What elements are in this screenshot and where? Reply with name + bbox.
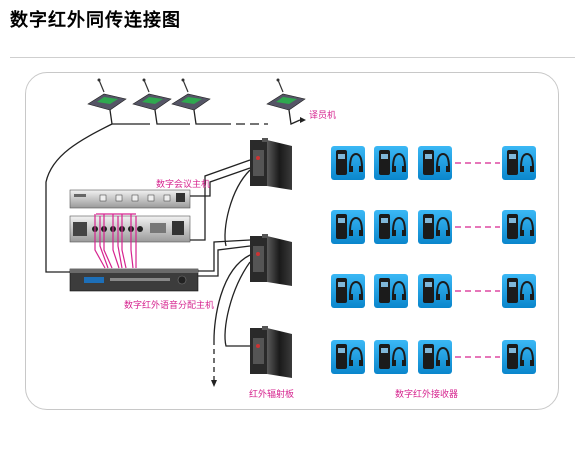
page-title: 数字红外同传连接图 xyxy=(10,10,181,31)
conference-host-unit xyxy=(69,189,191,209)
radiator-feed-cables xyxy=(190,159,251,380)
ir-receiver-grid xyxy=(331,146,536,374)
ir-radiator-panel-2 xyxy=(250,234,292,286)
interpreter-label: 译员机 xyxy=(309,111,337,121)
ir-receiver-icon xyxy=(374,210,408,244)
mic-unit-1 xyxy=(87,78,127,111)
mic-unit-2 xyxy=(132,78,172,111)
ir-receiver-icon xyxy=(418,340,452,374)
distribution-host-unit xyxy=(69,268,199,292)
mic-unit-interpreter xyxy=(266,78,306,111)
ir-receiver-icon xyxy=(502,274,536,308)
ir-radiator-panel-1 xyxy=(250,138,292,190)
ir-receiver-icon xyxy=(374,274,408,308)
ir-receiver-icon xyxy=(502,210,536,244)
ir-receiver-icon xyxy=(418,274,452,308)
mic-unit-3 xyxy=(171,78,211,111)
ir-receiver-icon xyxy=(418,146,452,180)
title-divider xyxy=(10,57,575,58)
conference-host-rear-panel xyxy=(69,215,191,243)
ir-receiver-icon xyxy=(331,340,365,374)
mic-chain-cable xyxy=(45,109,301,273)
distribution-host-label: 数字红外语音分配主机 xyxy=(124,301,215,311)
ir-radiator-label: 红外辐射板 xyxy=(249,390,295,400)
ir-receiver-icon xyxy=(331,146,365,180)
ir-receiver-icon xyxy=(374,340,408,374)
conference-host-label: 数字会议主机 xyxy=(156,180,211,190)
ir-receiver-icon xyxy=(502,340,536,374)
ir-receiver-icon xyxy=(502,146,536,180)
ir-radiator-panel-3 xyxy=(250,326,292,378)
audio-cables xyxy=(94,213,137,269)
ir-receiver-icon xyxy=(374,146,408,180)
ir-receiver-label: 数字红外接收器 xyxy=(395,390,459,400)
ir-receiver-icon xyxy=(331,210,365,244)
ir-receiver-icon xyxy=(418,210,452,244)
ir-receiver-icon xyxy=(331,274,365,308)
